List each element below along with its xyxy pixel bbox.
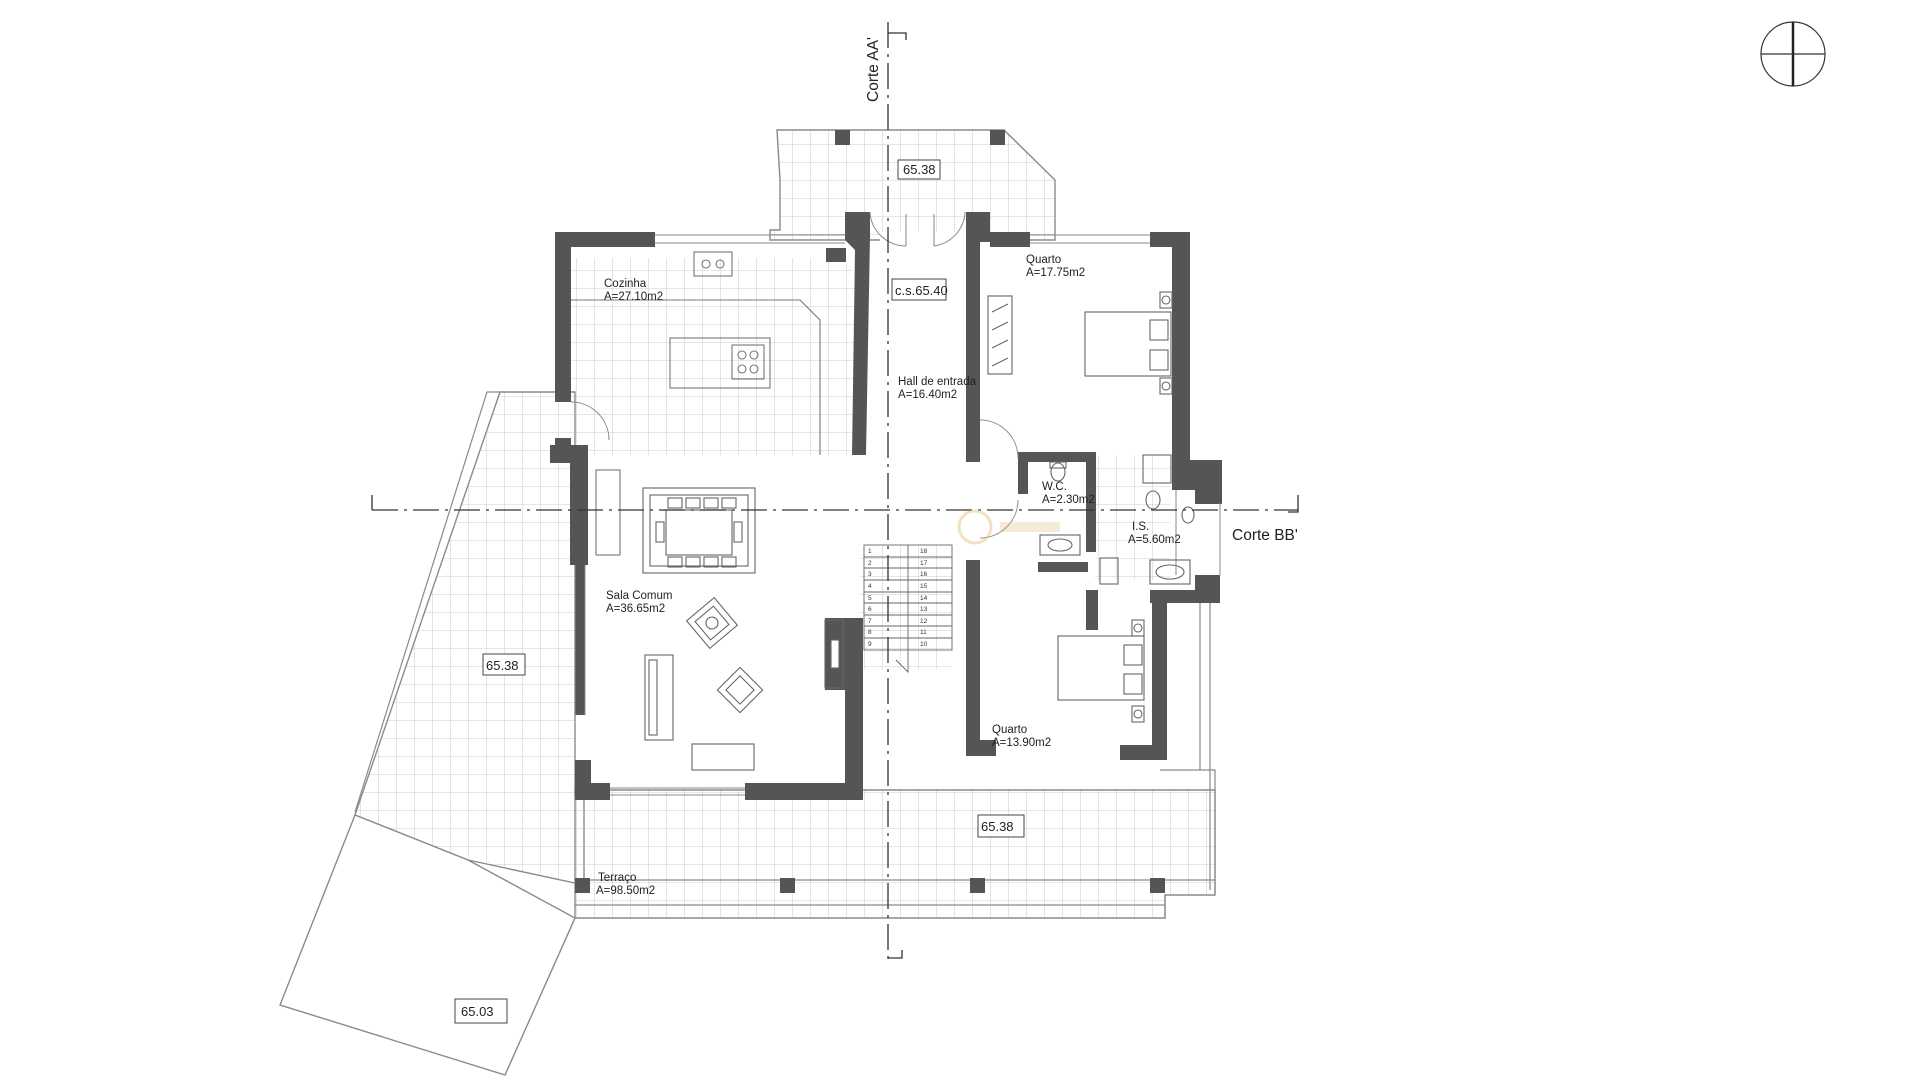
sofa-bottom	[691, 743, 755, 771]
west-terrace	[354, 391, 585, 886]
cooktop	[731, 344, 765, 380]
kitchen-floor	[568, 258, 858, 455]
stair-step-left: 3	[868, 571, 872, 578]
level-north-terrace: 65.38	[903, 162, 936, 177]
walls	[550, 130, 1222, 893]
stair-step-right: 16	[920, 571, 928, 578]
stair-step-right: 18	[920, 548, 928, 555]
room-area-wc: A=2.30m2	[1042, 494, 1095, 506]
stair-step-right: 11	[920, 629, 927, 636]
watermark-logo	[957, 509, 1060, 545]
bed-bedroom-2	[1057, 635, 1145, 701]
stair-step-right: 12	[920, 618, 928, 625]
toilet-is	[1145, 490, 1161, 510]
wardrobe-bedroom-1	[987, 295, 1013, 375]
stair-step-right: 15	[920, 583, 928, 590]
wardrobe-hall	[1142, 454, 1172, 484]
level-south-terrace: 65.38	[981, 819, 1014, 834]
level-lower-terrace: 65.03	[461, 1004, 494, 1019]
bathroom-fixtures	[1039, 461, 1195, 585]
room-area-quarto-2: A=13.90m2	[992, 737, 1051, 749]
stair-step-left: 2	[868, 560, 872, 567]
north-arrow-icon	[1760, 21, 1826, 87]
section-cuts	[371, 22, 1299, 960]
room-area-quarto-1: A=17.75m2	[1026, 267, 1085, 279]
dining-table-frame	[642, 487, 756, 574]
stair-step-left: 7	[868, 618, 872, 625]
toilet-wc	[1050, 462, 1066, 482]
kitchen-sink	[693, 251, 733, 277]
room-name-hall: Hall de entrada	[898, 376, 977, 388]
room-area-terraco: A=98.50m2	[596, 885, 655, 897]
bathroom-floor	[1095, 455, 1170, 580]
level-boxes	[454, 159, 1025, 1024]
bedroom-furniture	[987, 291, 1173, 723]
room-name-terraco: Terraço	[598, 872, 636, 884]
stair-step-right: 13	[920, 606, 928, 613]
cut-label-aa: Corte AA'	[865, 37, 882, 102]
kitchen-island	[669, 337, 771, 389]
south-terrace	[574, 789, 1216, 919]
stair-landing	[860, 545, 952, 670]
bathtub-is	[1149, 559, 1191, 585]
room-name-quarto-1: Quarto	[1026, 254, 1061, 266]
stair-step-left: 8	[868, 629, 872, 636]
stair-step-left: 1	[868, 548, 872, 555]
room-name-is: I.S.	[1132, 521, 1149, 533]
stair-step-right: 17	[920, 560, 928, 567]
sofa-left	[644, 654, 674, 741]
coffee-table	[716, 666, 764, 714]
stair-step-left: 9	[868, 641, 872, 648]
room-name-wc: W.C.	[1042, 481, 1067, 493]
north-terrace	[769, 129, 1056, 241]
stair-step-left: 6	[868, 606, 872, 613]
washbasin-wc	[1039, 534, 1081, 556]
stair-step-left: 5	[868, 595, 872, 602]
terraces	[279, 129, 1216, 1076]
room-area-hall: A=16.40m2	[898, 389, 957, 401]
room-area-sala: A=36.65m2	[606, 603, 665, 615]
room-area-cozinha: A=27.10m2	[604, 291, 663, 303]
level-entrance: c.s.65.40	[895, 283, 948, 298]
hall-floor	[880, 232, 970, 462]
level-west-terrace: 65.38	[486, 658, 519, 673]
stair-step-right: 10	[920, 641, 928, 648]
living-furniture	[642, 487, 844, 771]
doors	[570, 211, 1019, 539]
room-area-is: A=5.60m2	[1128, 534, 1181, 546]
windows	[574, 234, 1221, 796]
room-name-cozinha: Cozinha	[604, 278, 647, 290]
kitchen-fittings	[571, 251, 821, 556]
fireplace	[824, 619, 844, 689]
room-name-sala: Sala Comum	[606, 590, 672, 602]
labels: 65.38 c.s.65.40 65.38 65.38 65.03 Cozinh…	[461, 37, 1298, 1019]
room-name-quarto-2: Quarto	[992, 724, 1027, 736]
dining-table	[665, 509, 733, 556]
armchair-rotated	[685, 596, 739, 650]
railings	[354, 391, 1216, 918]
stair	[863, 544, 953, 674]
stair-step-right: 14	[920, 595, 928, 602]
bidet-is	[1181, 506, 1195, 524]
stair-step-left: 4	[868, 583, 872, 590]
bed-bedroom-1	[1084, 311, 1172, 377]
cut-label-bb: Corte BB'	[1232, 527, 1298, 544]
stair-numbers: 1 2 3 4 5 6 7 8 9 18 17 16 15 14 13 12 1…	[868, 548, 928, 648]
